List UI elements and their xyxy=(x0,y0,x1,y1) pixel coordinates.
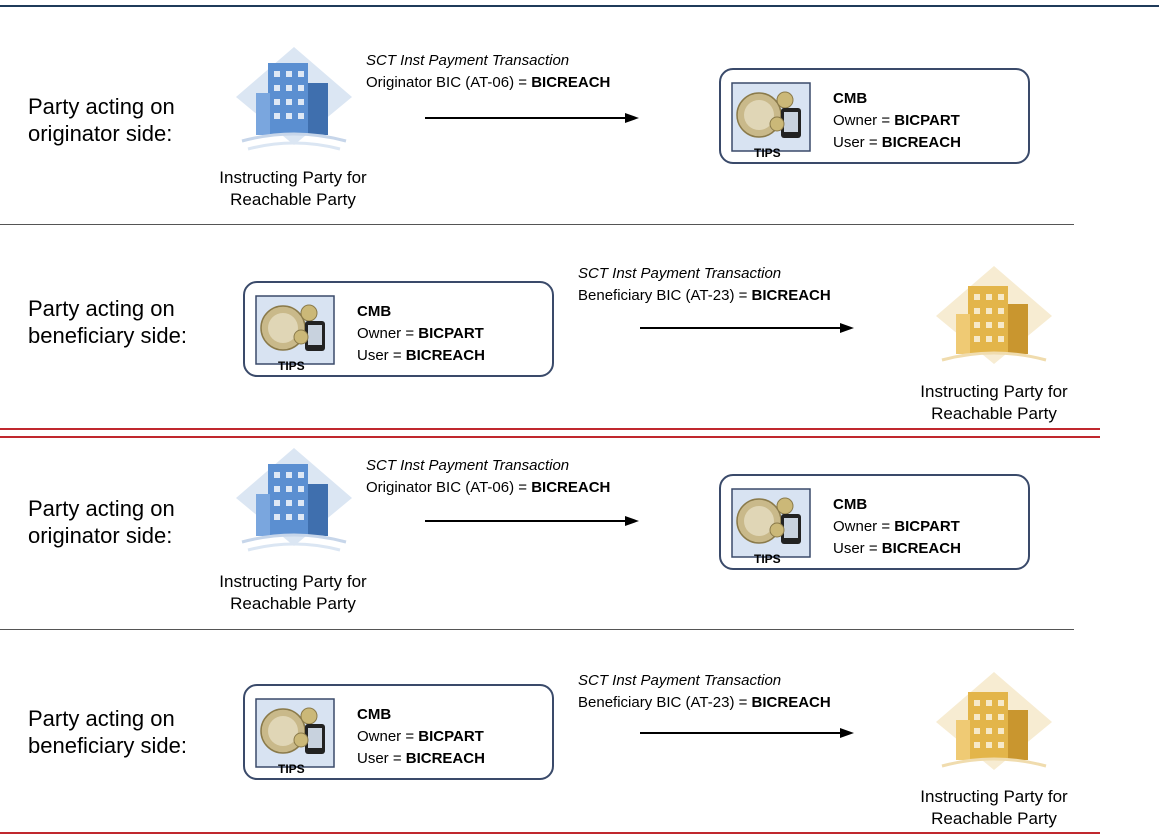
cmb-owner: Owner = BICPART xyxy=(833,518,960,535)
side-label: Party acting on originator side: xyxy=(28,496,175,548)
transaction-label: SCT Inst Payment Transaction Originator … xyxy=(366,455,610,499)
cmb-details: CMB Owner = BICPART User = BICREACH xyxy=(833,494,961,560)
transaction-arrow xyxy=(640,323,854,333)
tips-icon xyxy=(255,295,335,365)
transaction-label: SCT Inst Payment Transaction Originator … xyxy=(366,50,610,94)
cmb-owner: Owner = BICPART xyxy=(357,728,484,745)
transaction-arrow xyxy=(425,516,639,526)
cmb-user: User = BICREACH xyxy=(357,347,485,364)
cmb-title: CMB xyxy=(833,90,868,107)
cmb-details: CMB Owner = BICPART User = BICREACH xyxy=(357,301,485,367)
tips-icon xyxy=(731,82,811,152)
cmb-box: TIPS CMB Owner = BICPART User = BICREACH xyxy=(243,281,554,377)
transaction-title: SCT Inst Payment Transaction xyxy=(366,52,570,69)
tips-label: TIPS xyxy=(278,762,305,776)
originator-building-icon xyxy=(236,47,352,151)
tips-label: TIPS xyxy=(754,146,781,160)
cmb-user: User = BICREACH xyxy=(833,540,961,557)
transaction-bic: Originator BIC (AT-06) = BICREACH xyxy=(366,74,611,91)
cmb-title: CMB xyxy=(357,706,392,723)
transaction-arrow xyxy=(640,728,854,738)
red-separator xyxy=(0,436,1100,438)
transaction-bic: Originator BIC (AT-06) = BICREACH xyxy=(366,479,611,496)
side-label: Party acting on beneficiary side: xyxy=(28,296,187,348)
tips-icon xyxy=(255,698,335,768)
cmb-title: CMB xyxy=(357,303,392,320)
transaction-label: SCT Inst Payment Transaction Beneficiary… xyxy=(578,670,831,714)
top-rule xyxy=(0,5,1159,7)
transaction-label: SCT Inst Payment Transaction Beneficiary… xyxy=(578,263,831,307)
beneficiary-building-icon xyxy=(936,672,1052,770)
transaction-title: SCT Inst Payment Transaction xyxy=(578,672,782,689)
transaction-title: SCT Inst Payment Transaction xyxy=(366,457,570,474)
transaction-bic: Beneficiary BIC (AT-23) = BICREACH xyxy=(578,287,831,304)
transaction-title: SCT Inst Payment Transaction xyxy=(578,265,782,282)
tips-label: TIPS xyxy=(278,359,305,373)
cmb-user: User = BICREACH xyxy=(357,750,485,767)
cmb-user: User = BICREACH xyxy=(833,134,961,151)
transaction-bic: Beneficiary BIC (AT-23) = BICREACH xyxy=(578,694,831,711)
cmb-box: TIPS CMB Owner = BICPART User = BICREACH xyxy=(243,684,554,780)
cmb-owner: Owner = BICPART xyxy=(833,112,960,129)
side-label: Party acting on beneficiary side: xyxy=(28,706,187,758)
cmb-owner: Owner = BICPART xyxy=(357,325,484,342)
cmb-details: CMB Owner = BICPART User = BICREACH xyxy=(357,704,485,770)
cmb-details: CMB Owner = BICPART User = BICREACH xyxy=(833,88,961,154)
side-label: Party acting on originator side: xyxy=(28,94,175,146)
instructing-party-caption: Instructing Party for Reachable Party xyxy=(219,572,367,613)
instructing-party-caption: Instructing Party for Reachable Party xyxy=(920,382,1068,423)
cmb-box: TIPS CMB Owner = BICPART User = BICREACH xyxy=(719,474,1030,570)
transaction-arrow xyxy=(425,113,639,123)
cmb-title: CMB xyxy=(833,496,868,513)
originator-building-icon xyxy=(236,448,352,552)
red-separator xyxy=(0,428,1100,430)
beneficiary-building-icon xyxy=(936,266,1052,364)
cmb-box: TIPS CMB Owner = BICPART User = BICREACH xyxy=(719,68,1030,164)
instructing-party-caption: Instructing Party for Reachable Party xyxy=(219,168,367,209)
tips-icon xyxy=(731,488,811,558)
tips-label: TIPS xyxy=(754,552,781,566)
divider xyxy=(0,224,1074,225)
red-separator xyxy=(0,832,1100,834)
instructing-party-caption: Instructing Party for Reachable Party xyxy=(920,787,1068,828)
divider xyxy=(0,629,1074,630)
